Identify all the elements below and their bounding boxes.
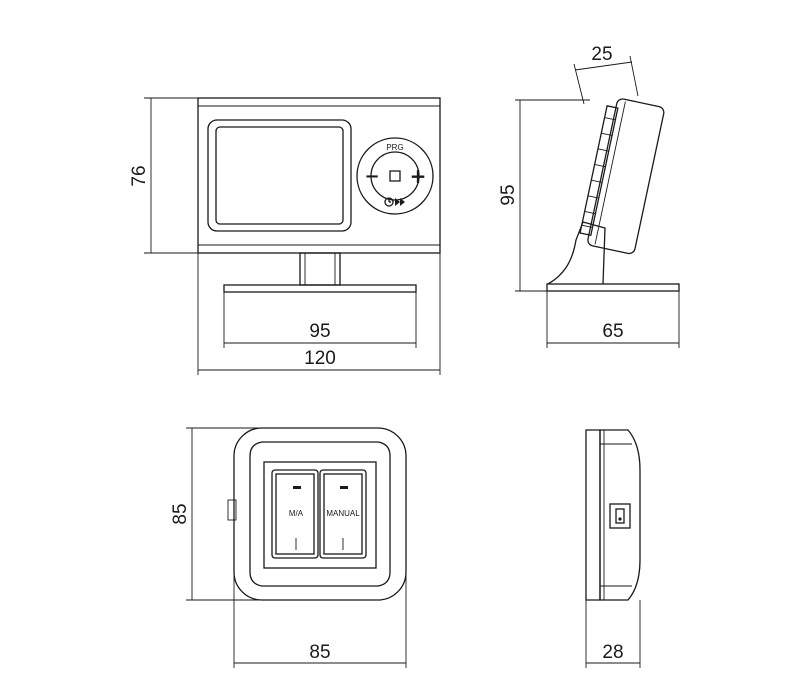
switch-m-a-face: [275, 473, 315, 555]
power-switch-rocker: [615, 508, 625, 524]
clock-fast-forward-icon[interactable]: [384, 197, 405, 207]
receiver-back: [585, 429, 601, 601]
side-stand-bracket: [547, 221, 606, 285]
display-screen: [215, 126, 344, 225]
dim-depth-25: 25: [573, 44, 639, 105]
side-stand-base: [546, 283, 680, 292]
thermostat-side-view: 25 95 65: [498, 44, 680, 348]
switch-recess: [263, 461, 377, 569]
switch-m-a-label: M/A: [289, 509, 304, 518]
dim-stand-width-95: 95: [223, 292, 417, 348]
tilted-body: [579, 98, 665, 255]
indicator-led: [293, 486, 301, 489]
switch-manual-face: [323, 473, 363, 555]
dim-label-95-side: 95: [498, 184, 519, 205]
back-plate: [579, 105, 619, 237]
stand-base: [223, 284, 417, 293]
side-tab: [227, 499, 237, 521]
switch-manual-label: MANUAL: [326, 509, 360, 518]
dim-label-120: 120: [304, 348, 336, 369]
dim-label-85-h: 85: [170, 503, 191, 524]
dim-label-85-w: 85: [309, 642, 330, 663]
dim-label-95: 95: [309, 321, 330, 342]
ok-button-square[interactable]: [389, 170, 401, 182]
dim-total-height-95: 95: [498, 99, 590, 292]
dim-width-120: 120: [197, 253, 441, 375]
side-body: [587, 98, 665, 255]
receiver-side-body: [599, 429, 641, 601]
dim-receiver-width-85: 85: [233, 570, 407, 668]
stand-neck: [299, 252, 341, 286]
dim-height-76: 76: [129, 97, 198, 254]
switch-manual[interactable]: MANUAL: [319, 469, 367, 559]
dim-stand-depth-65: 65: [546, 291, 680, 348]
display-frame: [207, 119, 352, 232]
prg-label[interactable]: PRG: [386, 143, 403, 152]
receiver-front-view: M/A MANUAL 85 85: [170, 427, 407, 668]
receiver-outer-frame: [233, 427, 407, 601]
power-switch[interactable]: [609, 503, 631, 529]
switch-m-a-body: [271, 469, 319, 559]
receiver-inner-bevel: [249, 441, 391, 587]
dim-label-65: 65: [602, 321, 623, 342]
thermostat-front-view: PRG − + 76 95: [129, 97, 441, 375]
control-dial[interactable]: PRG − +: [356, 137, 434, 215]
indicator-led: [340, 486, 348, 489]
switch-m-a[interactable]: M/A: [271, 469, 319, 559]
dim-receiver-height-85: 85: [170, 427, 300, 601]
minus-icon[interactable]: −: [364, 166, 379, 187]
dial-outer-ring: [356, 137, 434, 215]
switch-manual-body: [319, 469, 367, 559]
dim-label-28: 28: [602, 642, 623, 663]
plus-icon[interactable]: +: [410, 164, 427, 188]
dim-receiver-depth-28: 28: [585, 600, 641, 668]
dim-label-76: 76: [129, 165, 150, 186]
dim-label-25: 25: [591, 44, 612, 65]
receiver-side-view: 28: [585, 429, 641, 668]
thermostat-body: [197, 97, 441, 254]
